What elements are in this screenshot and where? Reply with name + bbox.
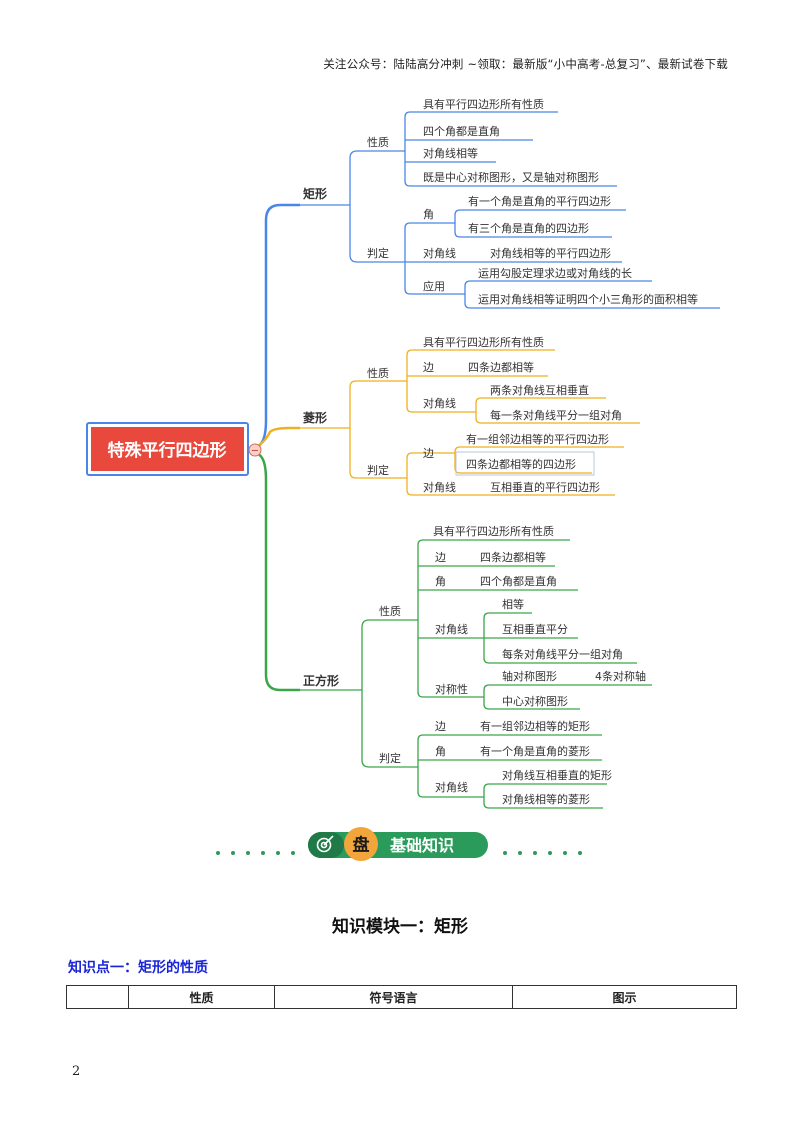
node-sq-judge[interactable]: 判定	[379, 751, 401, 765]
node-rect-a2[interactable]: 有三个角是直角的四边形	[468, 221, 589, 235]
root-node[interactable]: 特殊平行四边形	[86, 422, 249, 476]
node-rhombus[interactable]: 菱形	[303, 410, 327, 425]
node-rh-j3[interactable]: 互相垂直的平行四边形	[490, 480, 600, 494]
node-sq-p1[interactable]: 具有平行四边形所有性质	[433, 524, 554, 538]
square-labels: 正方形 性质 具有平行四边形所有性质 边 四条边都相等 角 四个角都是直角 对角…	[303, 524, 646, 806]
node-sq-s1[interactable]: 四条边都相等	[480, 550, 546, 564]
node-rect-p1[interactable]: 具有平行四边形所有性质	[423, 97, 544, 111]
node-rect-props[interactable]: 性质	[367, 135, 389, 149]
node-sq-j4[interactable]: 对角线相等的菱形	[502, 792, 590, 806]
target-icon	[316, 835, 334, 853]
node-sq-jside[interactable]: 边	[435, 720, 446, 733]
node-sq-j3[interactable]: 对角线互相垂直的矩形	[502, 768, 612, 782]
node-rh-judge[interactable]: 判定	[367, 463, 389, 477]
right-dots	[503, 851, 582, 855]
table-header-diagram: 图示	[512, 985, 737, 1009]
node-rect-p2[interactable]: 四个角都是直角	[423, 124, 500, 138]
node-sq-sym[interactable]: 对称性	[435, 682, 468, 696]
table-header-blank	[66, 985, 129, 1009]
node-rect-diag[interactable]: 对角线	[423, 246, 456, 260]
mindmap: 特殊平行四边形 − 矩形 性质 具有平行四边形所有性质 四个角都是直角 对角线相…	[86, 97, 720, 809]
node-sq-diag[interactable]: 对角线	[435, 622, 468, 636]
node-rect-judge[interactable]: 判定	[367, 246, 389, 260]
knowledge-point-title: 知识点一：矩形的性质	[68, 960, 208, 976]
root-label: 特殊平行四边形	[108, 440, 227, 461]
node-sq-d1[interactable]: 相等	[502, 597, 524, 611]
node-rect-a1[interactable]: 有一个角是直角的平行四边形	[468, 194, 611, 208]
node-sq-angle[interactable]: 角	[435, 575, 446, 588]
node-rh-props[interactable]: 性质	[367, 366, 389, 380]
module-title: 知识模块一：矩形	[332, 917, 468, 937]
node-rh-j2[interactable]: 四条边都相等的四边形	[466, 457, 576, 471]
node-rh-jside[interactable]: 边	[423, 447, 434, 460]
collapse-icon: −	[251, 446, 259, 457]
badge-circle	[344, 827, 378, 861]
rectangle-labels: 矩形 性质 具有平行四边形所有性质 四个角都是直角 对角线相等 既是中心对称图形…	[302, 97, 698, 306]
node-rh-p1[interactable]: 具有平行四边形所有性质	[423, 335, 544, 349]
page-number: 2	[72, 1064, 81, 1079]
node-rh-d1[interactable]: 两条对角线互相垂直	[490, 383, 589, 397]
node-sq-j2[interactable]: 有一个角是直角的菱形	[480, 744, 590, 758]
node-sq-d3[interactable]: 每条对角线平分一组对角	[502, 647, 623, 661]
node-sq-an1[interactable]: 四个角都是直角	[480, 574, 557, 588]
node-sq-side[interactable]: 边	[435, 551, 446, 564]
node-sq-props[interactable]: 性质	[379, 604, 401, 618]
banner-text: 基础知识	[389, 836, 454, 855]
branch-square	[300, 539, 652, 809]
collapse-toggle[interactable]: −	[248, 443, 262, 457]
table-header-property: 性质	[128, 985, 275, 1009]
branch-rectangle	[300, 111, 720, 309]
node-rh-jdiag[interactable]: 对角线	[423, 480, 456, 494]
node-sq-sy1[interactable]: 轴对称图形	[502, 669, 557, 683]
badge-icon: 盘	[353, 835, 370, 856]
node-rect-app[interactable]: 应用	[423, 279, 445, 293]
node-sq-jangle[interactable]: 角	[435, 745, 446, 758]
node-rect-p4[interactable]: 既是中心对称图形，又是轴对称图形	[423, 170, 599, 184]
node-rect-p3[interactable]: 对角线相等	[423, 146, 478, 160]
node-sq-sy1b[interactable]: 4条对称轴	[595, 669, 646, 683]
node-rh-side[interactable]: 边	[423, 361, 434, 374]
selected-node-outline	[455, 451, 595, 476]
node-rh-diag[interactable]: 对角线	[423, 396, 456, 410]
node-rect-d1[interactable]: 对角线相等的平行四边形	[490, 246, 611, 260]
node-sq-j1[interactable]: 有一组邻边相等的矩形	[480, 719, 590, 733]
properties-table: 性质 符号语言 图示	[66, 985, 737, 1009]
section-banner: 盘 基础知识	[216, 827, 582, 861]
node-rect-angle[interactable]: 角	[423, 208, 434, 221]
node-sq-sy2[interactable]: 中心对称图形	[502, 694, 568, 708]
table-header-row: 性质 符号语言 图示	[66, 985, 737, 1009]
node-rh-s1[interactable]: 四条边都相等	[468, 360, 534, 374]
page-header: 关注公众号：陆陆高分冲刺 ~领取：最新版“小中高考-总复习”、最新试卷下载	[323, 57, 728, 71]
left-dots	[216, 851, 295, 855]
node-rect-ap1[interactable]: 运用勾股定理求边或对角线的长	[478, 266, 632, 280]
node-rect-ap2[interactable]: 运用对角线相等证明四个小三角形的面积相等	[478, 292, 698, 306]
node-rh-d2[interactable]: 每一条对角线平分一组对角	[490, 408, 622, 422]
node-square[interactable]: 正方形	[303, 673, 339, 688]
rhombus-labels: 菱形 性质 具有平行四边形所有性质 边 四条边都相等 对角线 两条对角线互相垂直…	[303, 335, 622, 494]
node-sq-jdiag[interactable]: 对角线	[435, 780, 468, 794]
node-sq-d2[interactable]: 互相垂直平分	[502, 622, 568, 636]
table-header-symbolic: 符号语言	[274, 985, 513, 1009]
node-rectangle[interactable]: 矩形	[302, 186, 327, 201]
node-rh-j1[interactable]: 有一组邻边相等的平行四边形	[466, 432, 609, 446]
